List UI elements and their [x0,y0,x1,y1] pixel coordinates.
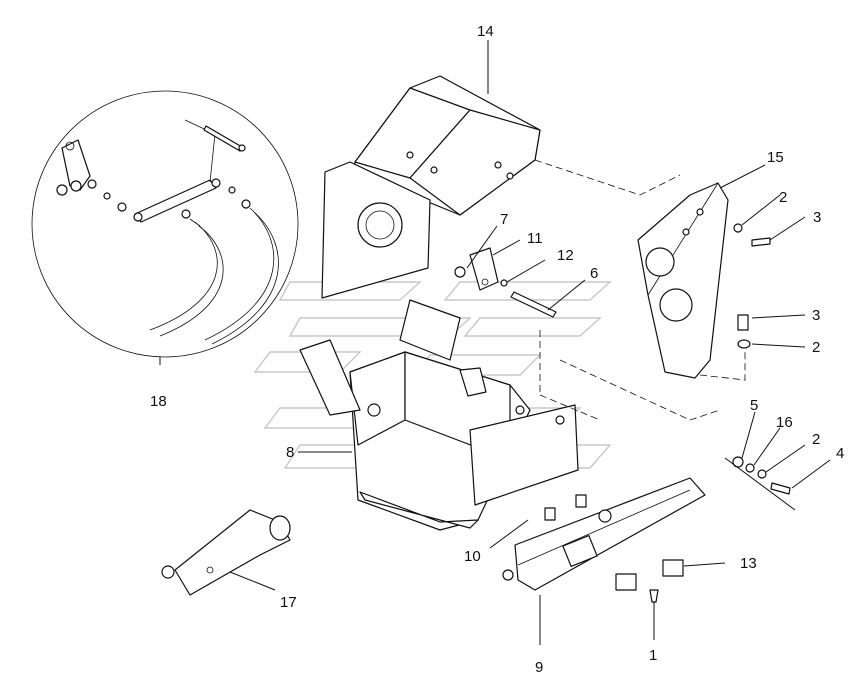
callout-3-top: 3 [813,209,821,226]
callout-7: 7 [500,211,508,228]
callout-1: 1 [649,647,657,664]
callout-14: 14 [477,23,494,40]
callout-9: 9 [535,659,543,676]
callout-13: 13 [740,555,757,572]
fasteners-right [732,223,791,495]
bracket-part-15 [637,182,729,379]
callout-2-mid: 2 [812,339,820,356]
callout-5: 5 [750,397,758,414]
plate-part-9 [502,477,706,591]
callout-17: 17 [280,594,297,611]
cover-part-14 [321,75,541,299]
leader-lines [159,40,831,645]
slide-pads [544,494,684,603]
callout-2-low: 2 [812,431,820,448]
callout-18: 18 [150,393,167,410]
callout-16: 16 [776,414,793,431]
callout-8: 8 [286,444,294,461]
lever-part-17 [161,509,291,596]
callout-10: 10 [464,548,481,565]
callout-2-top: 2 [779,189,787,206]
callout-3-mid: 3 [812,307,820,324]
callout-4: 4 [836,445,844,462]
callout-15: 15 [767,149,784,166]
frame-part-8 [299,299,579,531]
callout-11: 11 [527,230,543,247]
assembly-lines [534,159,746,421]
callout-12: 12 [557,247,574,264]
pin-assembly [454,247,557,318]
hydraulic-detail-view [31,90,299,358]
callout-6: 6 [590,265,598,282]
